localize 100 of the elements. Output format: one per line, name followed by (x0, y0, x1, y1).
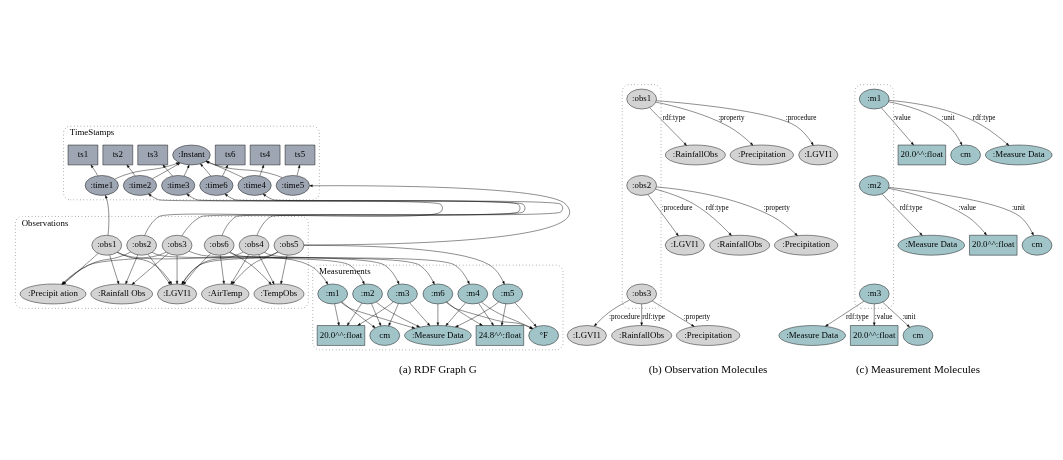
arrow (117, 251, 172, 285)
node-ellipse: :Measure Data (897, 235, 965, 256)
node-ellipse: :obs2 (126, 235, 157, 256)
node-ellipse: :obs1 (626, 88, 657, 110)
node-ellipse: :m4 (457, 283, 488, 305)
arrow (647, 194, 679, 236)
arrow (446, 301, 483, 326)
arrow (181, 252, 279, 285)
arrow (656, 100, 814, 146)
arrow (116, 252, 329, 285)
arrow (656, 186, 798, 236)
node-ellipse: :m2 (859, 175, 890, 196)
arrow (280, 254, 288, 285)
arrow (183, 164, 190, 177)
node-ellipse: :obs3 (161, 235, 193, 256)
arrow (409, 302, 431, 326)
arrow (388, 303, 399, 327)
arrow (888, 100, 1010, 146)
arrow (232, 251, 278, 285)
arrow (188, 251, 400, 285)
arrow (888, 187, 1034, 236)
node-box: 20.0^^:float (316, 325, 365, 346)
arrow (147, 254, 171, 285)
node-ellipse: :m1 (859, 88, 890, 110)
arrow (888, 101, 963, 146)
arrow (445, 302, 466, 326)
node-ellipse: :RainfallObs (611, 325, 672, 346)
node-box: 20.0^^:float (897, 144, 946, 166)
arrow (341, 301, 376, 328)
arrow (258, 254, 275, 285)
arrow (346, 303, 362, 326)
arrow (303, 245, 505, 285)
arrow (256, 193, 563, 236)
arrow (114, 162, 180, 180)
arrow (655, 101, 754, 146)
arrow (881, 107, 914, 146)
arrow (594, 299, 630, 327)
node-ellipse: :RainfallObs (709, 235, 770, 256)
label: (a) RDF Graph G (399, 362, 477, 375)
arrow (357, 301, 394, 326)
arrow (436, 303, 440, 326)
arrow (175, 255, 179, 285)
node-ellipse: :obs2 (626, 175, 657, 196)
arrow (376, 302, 420, 328)
arrow (514, 302, 537, 327)
arrow (222, 164, 228, 177)
arrow (181, 251, 244, 285)
arrow (229, 252, 435, 285)
node-ellipse: :obs3 (626, 283, 657, 305)
node-box: 20.0^^:float (969, 235, 1018, 256)
arrow (230, 251, 272, 285)
arrow (230, 254, 249, 285)
node-ellipse: :time1 (84, 175, 119, 196)
arrow (455, 301, 499, 328)
arrow (105, 195, 110, 236)
arrow (90, 164, 98, 176)
arrow (334, 303, 340, 326)
arrow (640, 303, 643, 326)
node-ellipse: :m3 (859, 283, 890, 305)
label: (b) Observation Molecules (648, 362, 768, 375)
arrow (264, 252, 470, 285)
node-ellipse: :Precipitation (774, 235, 839, 256)
arrow (478, 303, 494, 326)
cluster (622, 84, 662, 309)
node-ellipse: :obs6 (204, 235, 235, 256)
arrow (162, 164, 173, 177)
arrow (652, 300, 695, 327)
arrow (371, 303, 382, 327)
node-ellipse: :m3 (387, 283, 418, 305)
arrow (882, 302, 910, 328)
arrow (825, 301, 865, 327)
node-ellipse: :obs4 (238, 235, 270, 256)
arrow (888, 188, 987, 236)
node-ellipse: :time5 (275, 175, 310, 196)
arrow (340, 302, 416, 329)
node-box: ts5 (284, 144, 316, 166)
label: (c) Measurement Molecules (855, 362, 981, 375)
arrow (881, 193, 923, 236)
arrow (109, 254, 120, 285)
arrow (220, 254, 225, 285)
node-ellipse: cm (1021, 235, 1053, 256)
arrow (144, 193, 443, 236)
node-ellipse: :LGVI1 (665, 235, 705, 256)
arrow (131, 253, 169, 285)
arrow (259, 164, 264, 177)
arrow (873, 303, 876, 326)
cluster (854, 84, 894, 309)
arrow (126, 164, 136, 177)
arrow (296, 164, 301, 176)
arrow (655, 189, 732, 236)
node-ellipse: :obs1 (91, 235, 122, 256)
arrow (649, 107, 687, 146)
arrow (151, 252, 365, 285)
arrow (501, 303, 507, 326)
node-box: ts6 (215, 144, 246, 166)
arrow (125, 254, 138, 285)
arrow (303, 184, 570, 246)
node-ellipse: :obs5 (273, 235, 305, 256)
arrow (183, 253, 211, 285)
node-box: 20.0^^:float (850, 325, 899, 346)
